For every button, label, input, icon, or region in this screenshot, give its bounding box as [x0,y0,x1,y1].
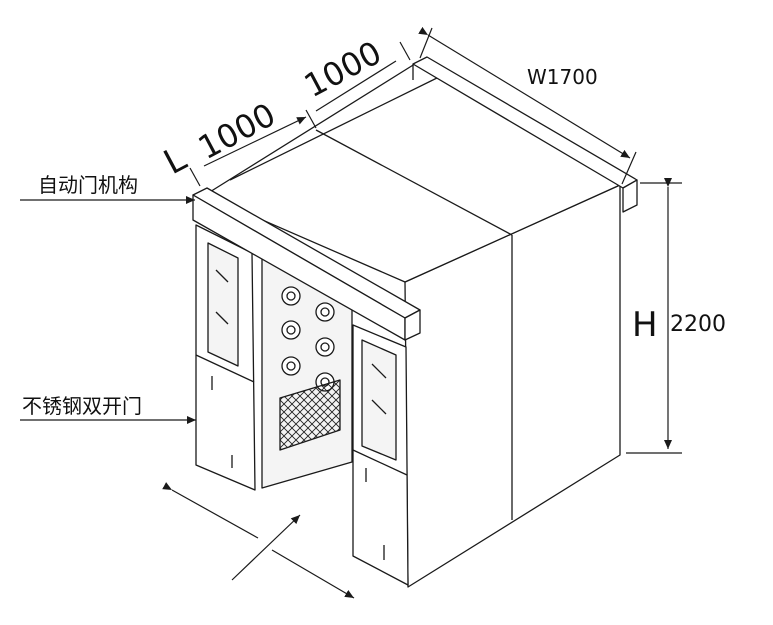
left-window-glare [215,311,229,325]
top-seam-2 [229,75,442,181]
nozzle-icon [286,291,296,301]
height-value: 2200 [670,312,726,337]
length-extension-right [399,41,411,61]
right-window-glare [371,363,387,379]
width-label: W1700 [527,65,598,89]
width-extension-left [419,27,433,59]
nozzle-group [281,286,335,392]
stainless-doors-callout: 不锈钢双开门 [22,394,142,418]
length-dim-line-1 [203,116,307,167]
right-door-window [361,339,397,461]
nozzle-icon [286,361,296,371]
nozzle-icon [320,342,330,352]
length-dim-line-2 [315,60,397,112]
width-extension-right [621,151,637,185]
rear-top-rail-end [622,179,638,213]
length-extension-left [189,167,201,187]
right-door-divider [352,449,408,476]
nozzle-icon [286,325,296,335]
nozzle-icon [320,307,330,317]
height-letter: H [632,305,658,345]
top-seam-1 [315,129,513,236]
left-door-divider [195,354,255,383]
length-label: L [157,139,193,183]
door-swing-arrow-right [271,549,355,599]
door-swing-arrow-left [162,482,259,539]
right-window-glare [371,399,387,415]
door-mechanism-callout: 自动门机构 [38,173,138,197]
door-mechanism-beam-end [404,309,421,341]
width-dim-line [418,26,631,159]
left-door-window [207,242,239,367]
door-swing-arrow-cross [231,514,301,581]
left-window-glare [215,269,229,283]
length-extension-mid [305,109,317,129]
return-air-grille [279,379,341,451]
